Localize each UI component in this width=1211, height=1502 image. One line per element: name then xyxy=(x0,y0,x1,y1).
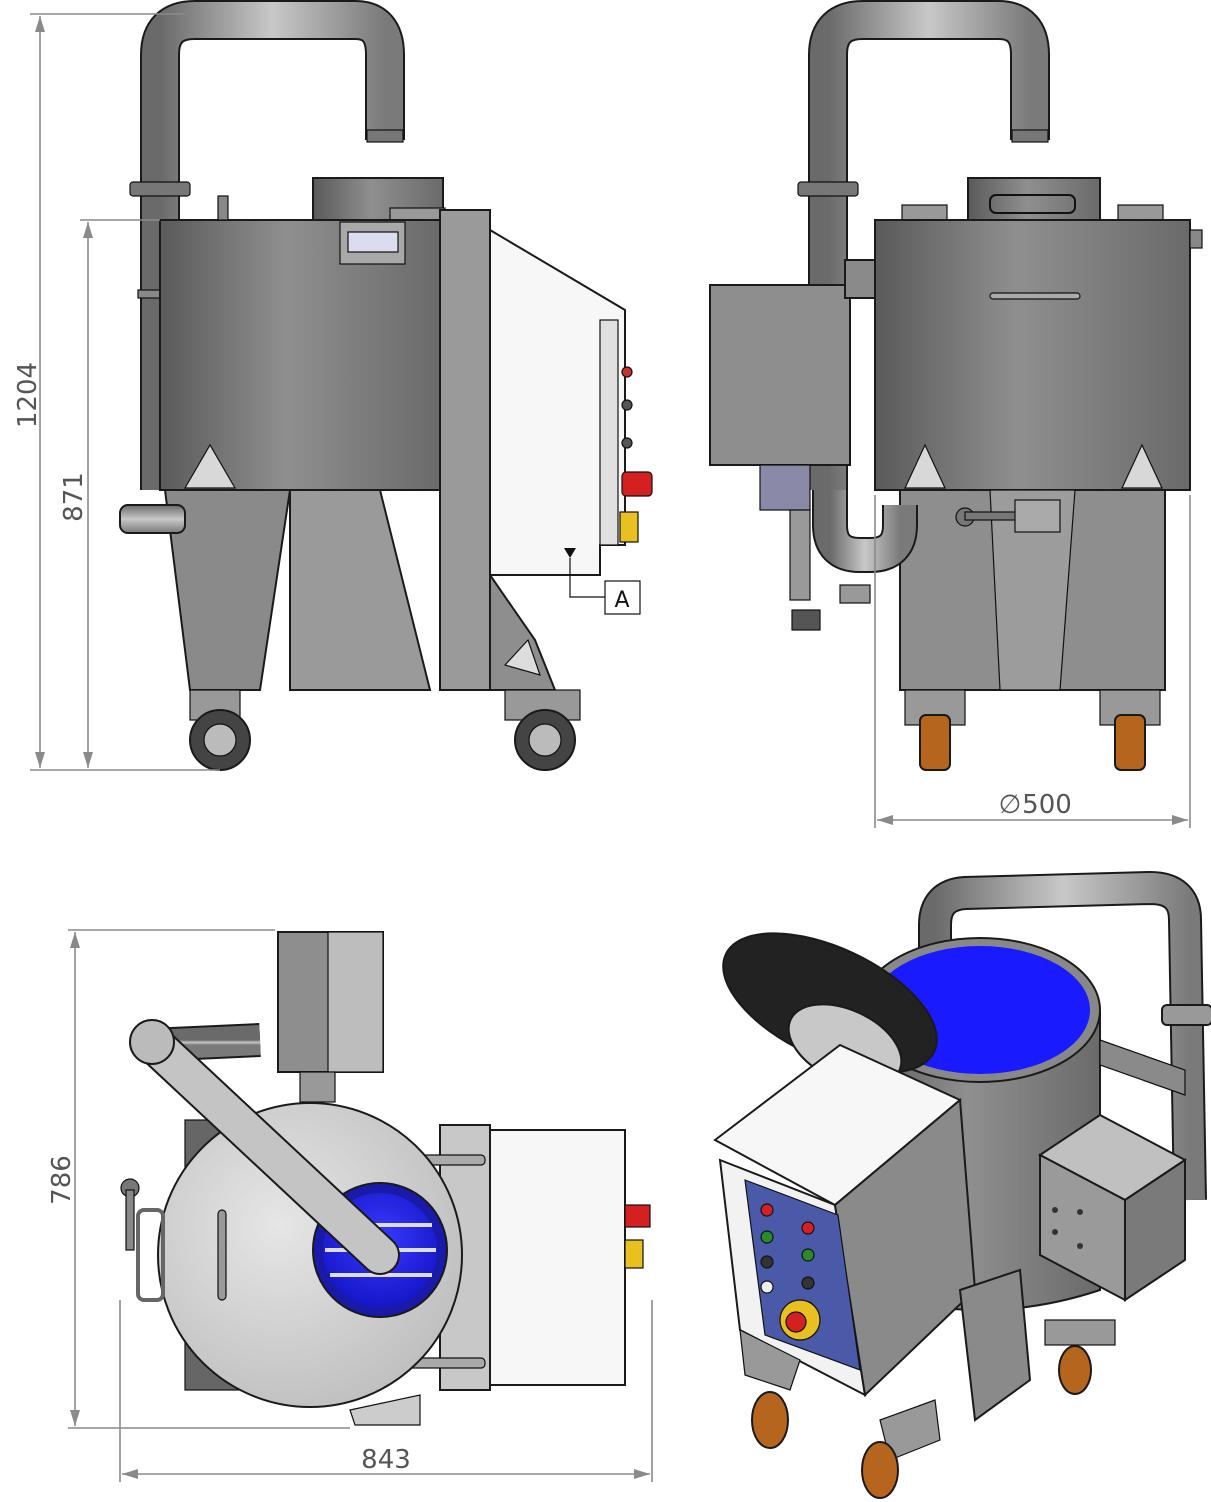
dimension-diameter-symbol: ∅ xyxy=(999,790,1022,820)
dimension-height-vessel: 871 xyxy=(59,219,160,768)
dimension-height-overall-label: 1204 xyxy=(13,362,43,428)
side-view xyxy=(119,0,653,771)
dimension-width-label: 843 xyxy=(361,1445,411,1475)
dimension-height-vessel-label: 871 xyxy=(59,472,89,522)
section-callout-label: A xyxy=(614,588,629,613)
top-view xyxy=(120,931,651,1426)
dimension-diameter: ∅ 500 xyxy=(874,495,1191,828)
front-view xyxy=(709,0,1203,771)
section-callout: A xyxy=(564,548,641,615)
dimension-depth: 786 xyxy=(47,929,350,1429)
dimension-width: 843 xyxy=(119,1300,653,1482)
dimension-diameter-label: 500 xyxy=(1022,790,1072,820)
dimension-depth-label: 786 xyxy=(47,1155,77,1205)
dimension-height-overall: 1204 xyxy=(13,13,220,771)
isometric-view xyxy=(713,870,1211,1499)
